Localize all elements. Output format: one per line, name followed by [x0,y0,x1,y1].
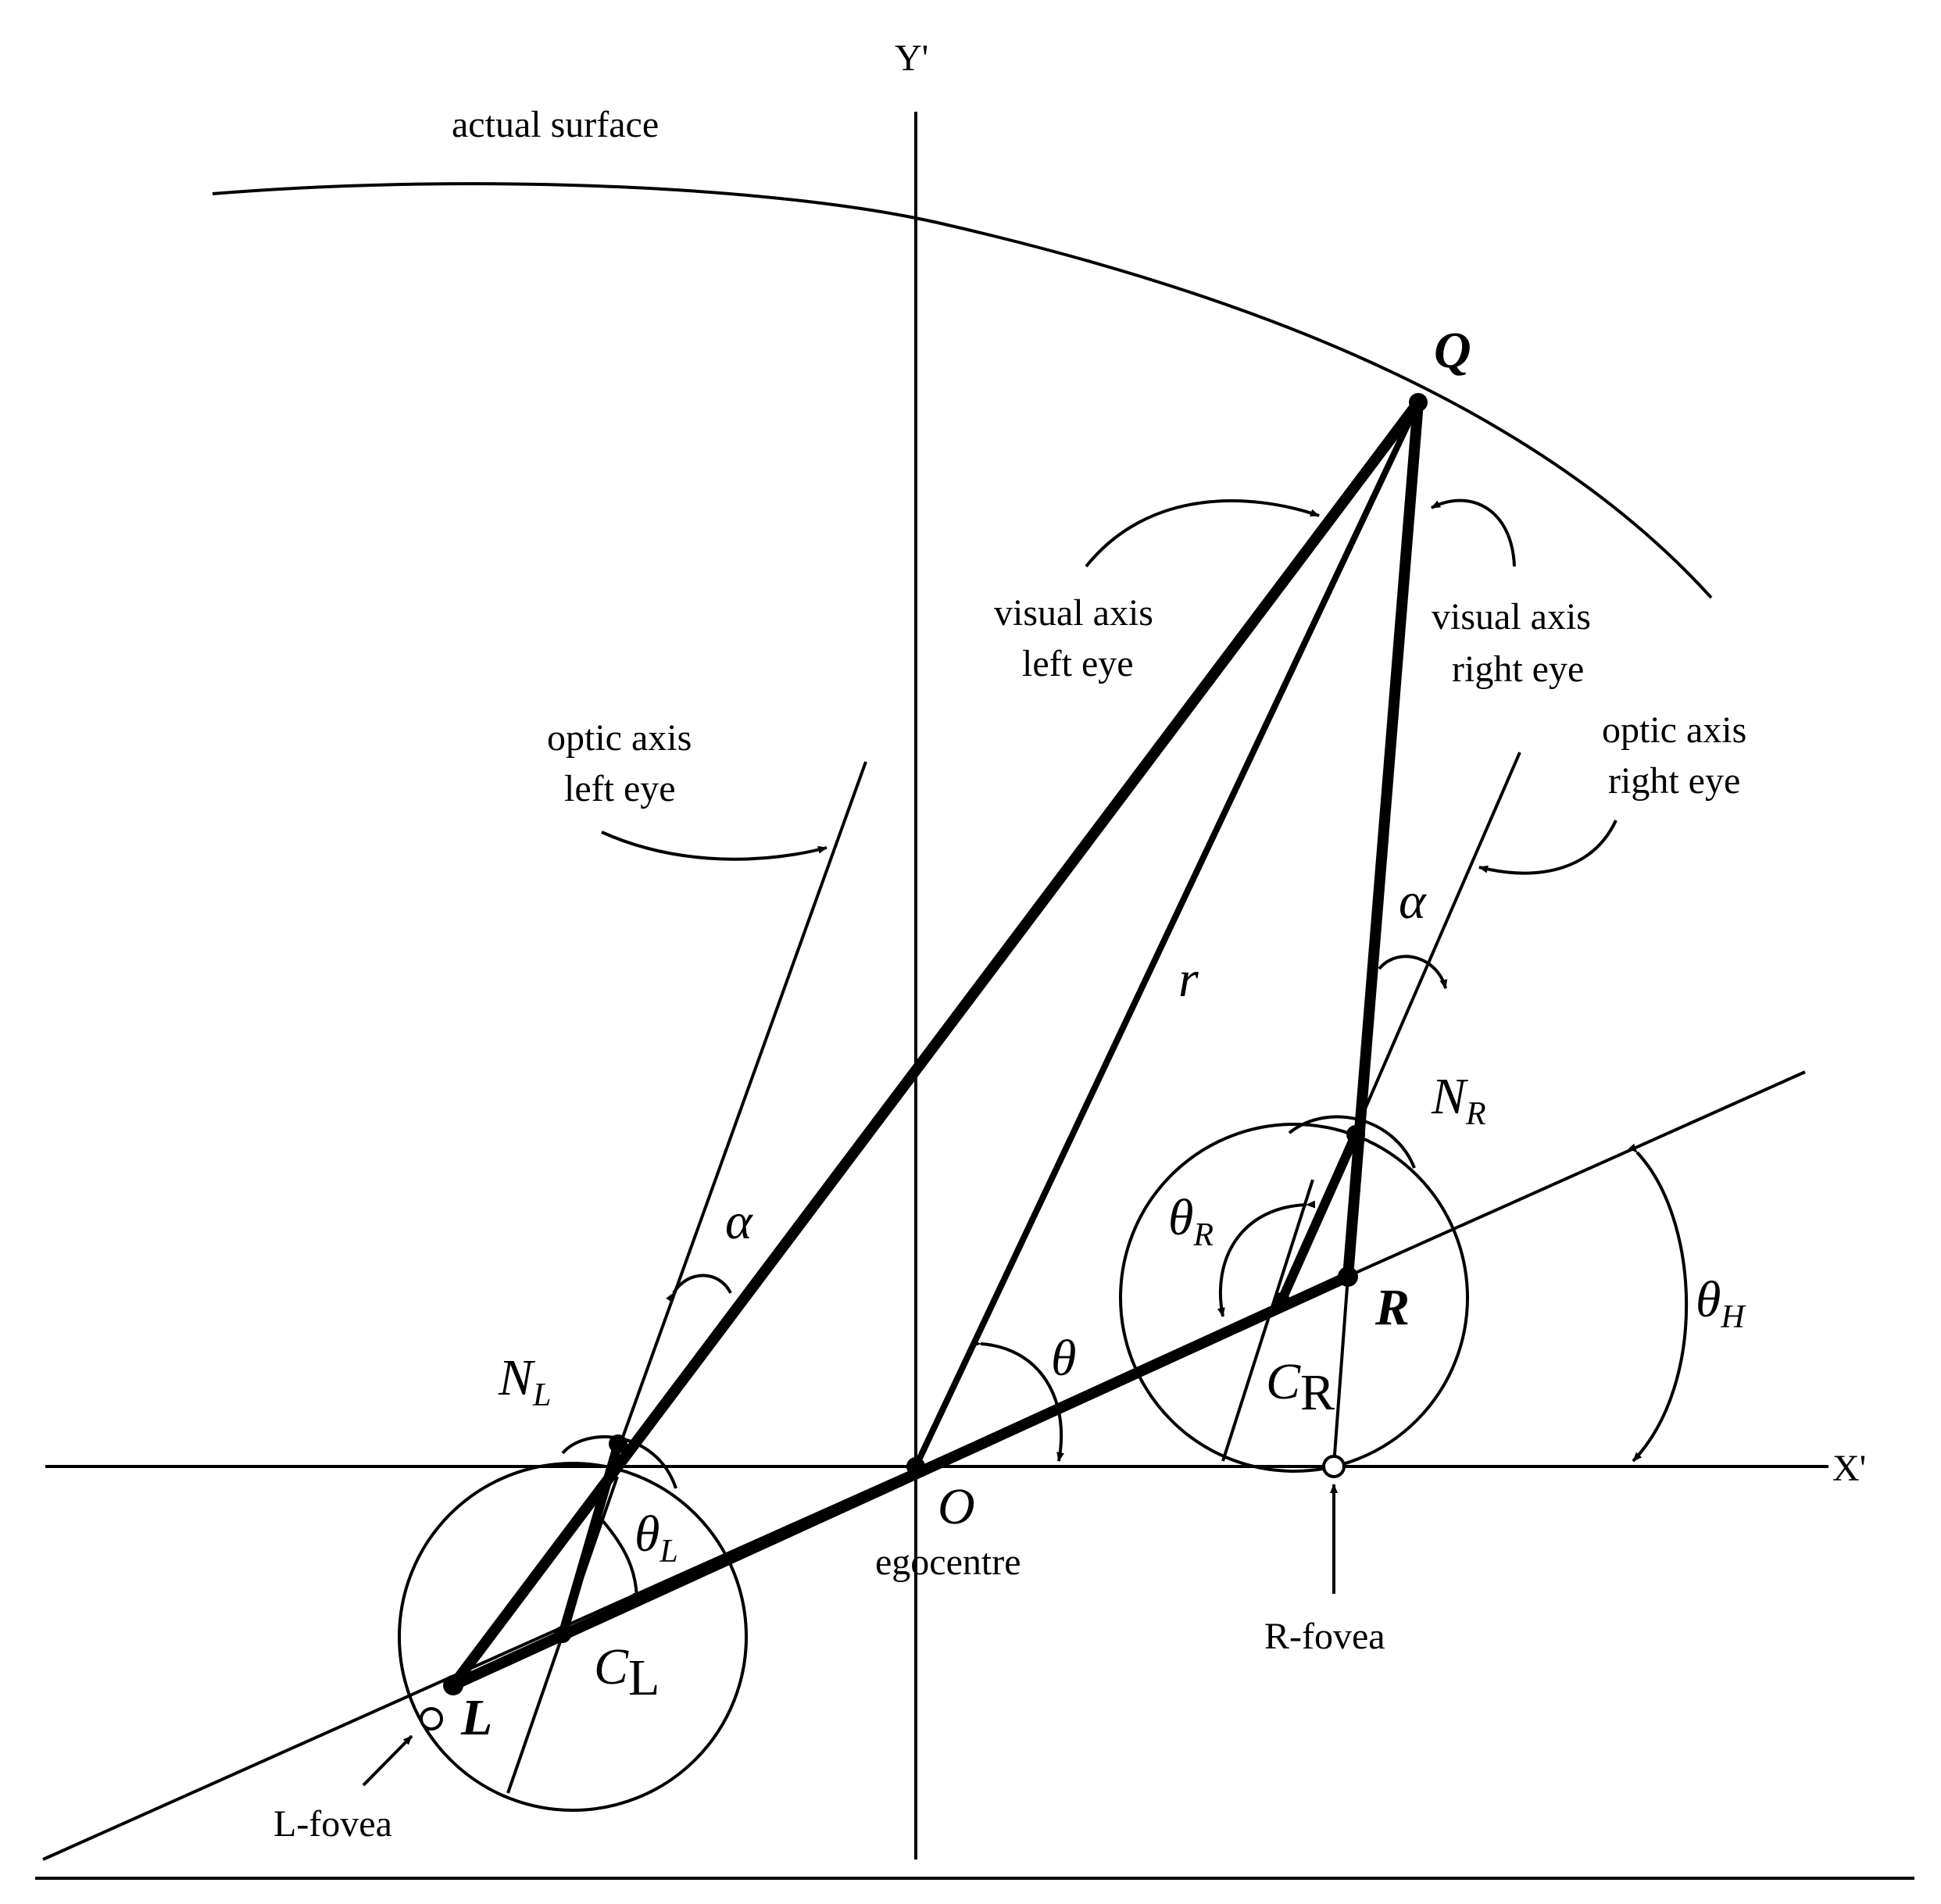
label-theta-L: θL [634,1506,678,1570]
point-CL [554,1626,571,1643]
label-r: r [1178,951,1199,1008]
x-axis-label: X' [1832,1448,1866,1489]
right-eye-vertical [1332,1276,1349,1466]
arrow-l-fovea [362,1734,413,1787]
point-Q [1409,393,1428,412]
label-alpha-right: α [1399,873,1427,930]
visual-axis-right-label: visual axis [1432,596,1591,638]
actual-surface-curve [212,182,1713,599]
egocentre-label: egocentre [875,1541,1021,1583]
y-axis-label: Y' [895,38,928,79]
label-NL: NL [498,1349,551,1413]
l-fovea-label: L-fovea [273,1803,392,1845]
label-alpha-left: α [725,1193,753,1250]
arc-theta [971,1339,1064,1462]
label-O: O [938,1478,975,1535]
point-R [1338,1266,1358,1287]
label-NR: NR [1431,1068,1486,1132]
left-nodal-segment [558,1442,623,1636]
label-theta-R: θR [1168,1189,1214,1253]
arrow-optic-right [1478,820,1618,875]
label-R: R [1374,1279,1410,1336]
optic-axis-left-label: optic axis [547,717,692,759]
right-eyeball [1119,1123,1469,1473]
label-theta: θ [1051,1330,1076,1387]
visual-axis-right-label-2: right eye [1452,648,1584,690]
left-eyeball [398,1462,748,1812]
label-L: L [460,1689,492,1746]
point-L [443,1675,463,1695]
label-Q: Q [1434,322,1471,379]
visual-axis-left-label-2: left eye [1022,643,1134,684]
arrow-visual-right [1431,498,1516,567]
optic-axis-right-label: optic axis [1602,709,1746,751]
point-R-fovea [1322,1455,1346,1478]
point-L-fovea [420,1707,443,1731]
arc-alpha-right [1378,955,1448,989]
arc-NR [1288,1115,1416,1169]
visual-axis-left-label: visual axis [994,592,1153,634]
optic-axis-right-label-2: right eye [1608,760,1740,802]
label-theta-H: θH [1696,1271,1746,1335]
label-CR: CR [1266,1353,1335,1421]
point-NR [1346,1125,1365,1144]
arc-NL [561,1435,677,1489]
radius-r [913,401,1421,1468]
label-CL: CL [594,1638,660,1706]
optic-axis-right-eye [1357,752,1521,1126]
optic-axis-left-label-2: left eye [564,768,676,809]
optic-axis-left-eye [620,761,867,1442]
arc-alpha-left [666,1274,732,1303]
point-CR [1273,1292,1290,1309]
baseline-thick [451,1271,1350,1691]
r-fovea-label: R-fovea [1264,1616,1385,1657]
arrow-optic-left [601,831,828,861]
arc-theta-R [1217,1200,1316,1317]
arrow-visual-left [1085,499,1320,568]
arc-theta-L [593,1510,641,1602]
surface-label: actual surface [452,104,659,145]
point-O [906,1457,925,1476]
arc-theta-H [1628,1143,1689,1463]
